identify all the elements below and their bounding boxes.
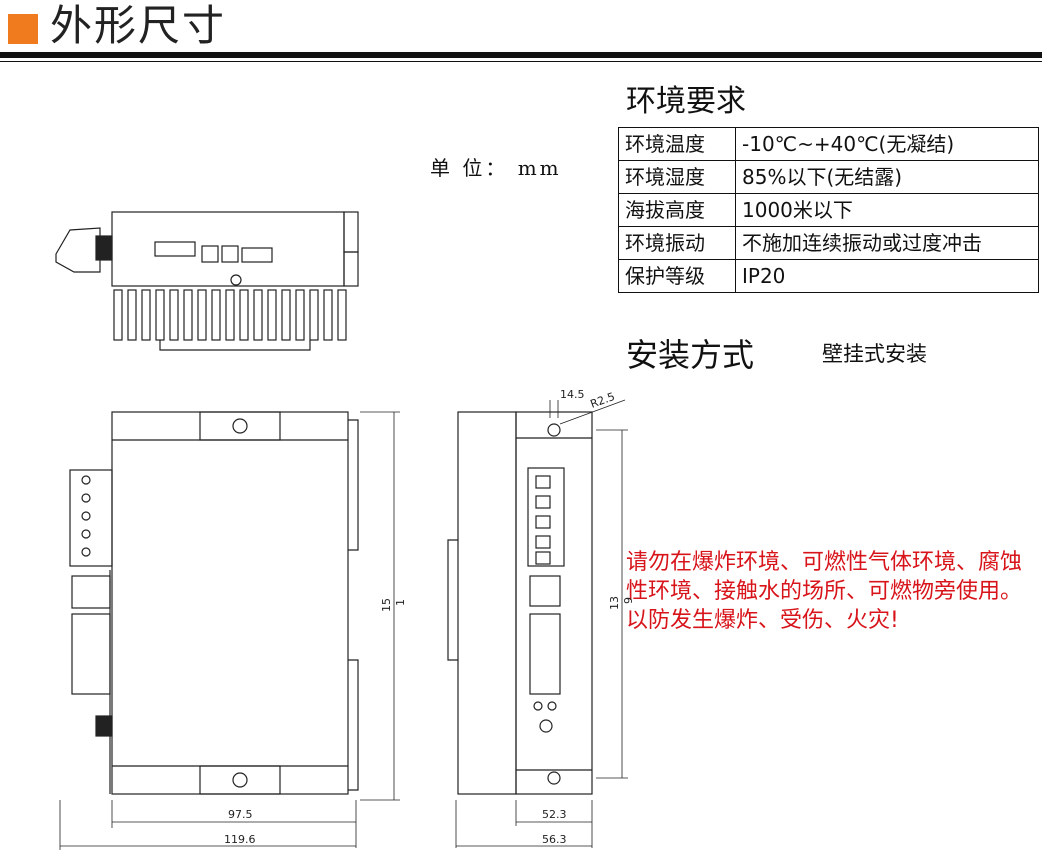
env-value: 85%以下(无结露): [735, 160, 1039, 194]
env-value: 1000米以下: [735, 193, 1039, 227]
dim-side-height-a: 13: [608, 596, 621, 610]
header-divider-thin: [0, 61, 1042, 62]
environment-title: 环境要求: [626, 84, 746, 119]
dim-front-height-b: 1: [394, 599, 407, 606]
env-key: 保护等级: [618, 259, 736, 293]
table-row: 环境湿度 85%以下(无结露): [618, 160, 1039, 194]
env-key: 环境振动: [618, 226, 736, 260]
dim-side-height-b: 9: [622, 597, 635, 604]
unit-label: 单 位： mm: [430, 156, 562, 180]
top-view-drawing: [55, 211, 359, 351]
table-row: 海拔高度 1000米以下: [618, 193, 1039, 227]
dim-front-height-a: 15: [380, 598, 393, 612]
installation-title: 安装方式: [626, 336, 755, 374]
front-view-drawing: [59, 411, 400, 850]
side-view-drawing: [447, 399, 628, 848]
table-row: 保护等级 IP20: [618, 259, 1039, 293]
dim-front-width-outer: 119.6: [224, 833, 256, 846]
env-key: 环境湿度: [618, 160, 736, 194]
dim-front-width-inner: 97.5: [228, 808, 253, 821]
installation-value: 壁挂式安装: [822, 342, 927, 366]
dim-slot-width: 14.5: [560, 388, 585, 401]
header-accent-square: [8, 14, 38, 44]
dim-side-depth-outer: 56.3: [542, 833, 567, 846]
dim-side-depth-inner: 52.3: [542, 808, 567, 821]
safety-warning: 请勿在爆炸环境、可燃性气体环境、腐蚀性环境、接触水的场所、可燃物旁使用。以防发生…: [626, 550, 1023, 633]
page-title: 外形尺寸: [50, 1, 227, 50]
header-divider: [0, 52, 1042, 58]
env-key: 海拔高度: [618, 193, 736, 227]
environment-table: 环境温度 -10℃~+40℃(无凝结) 环境湿度 85%以下(无结露) 海拔高度…: [618, 127, 1039, 293]
table-row: 环境温度 -10℃~+40℃(无凝结): [618, 127, 1039, 161]
table-row: 环境振动 不施加连续振动或过度冲击: [618, 226, 1039, 260]
dim-slot-radius: R2.5: [589, 390, 617, 411]
env-value: IP20: [735, 259, 1039, 293]
env-value: -10℃~+40℃(无凝结): [735, 127, 1039, 161]
